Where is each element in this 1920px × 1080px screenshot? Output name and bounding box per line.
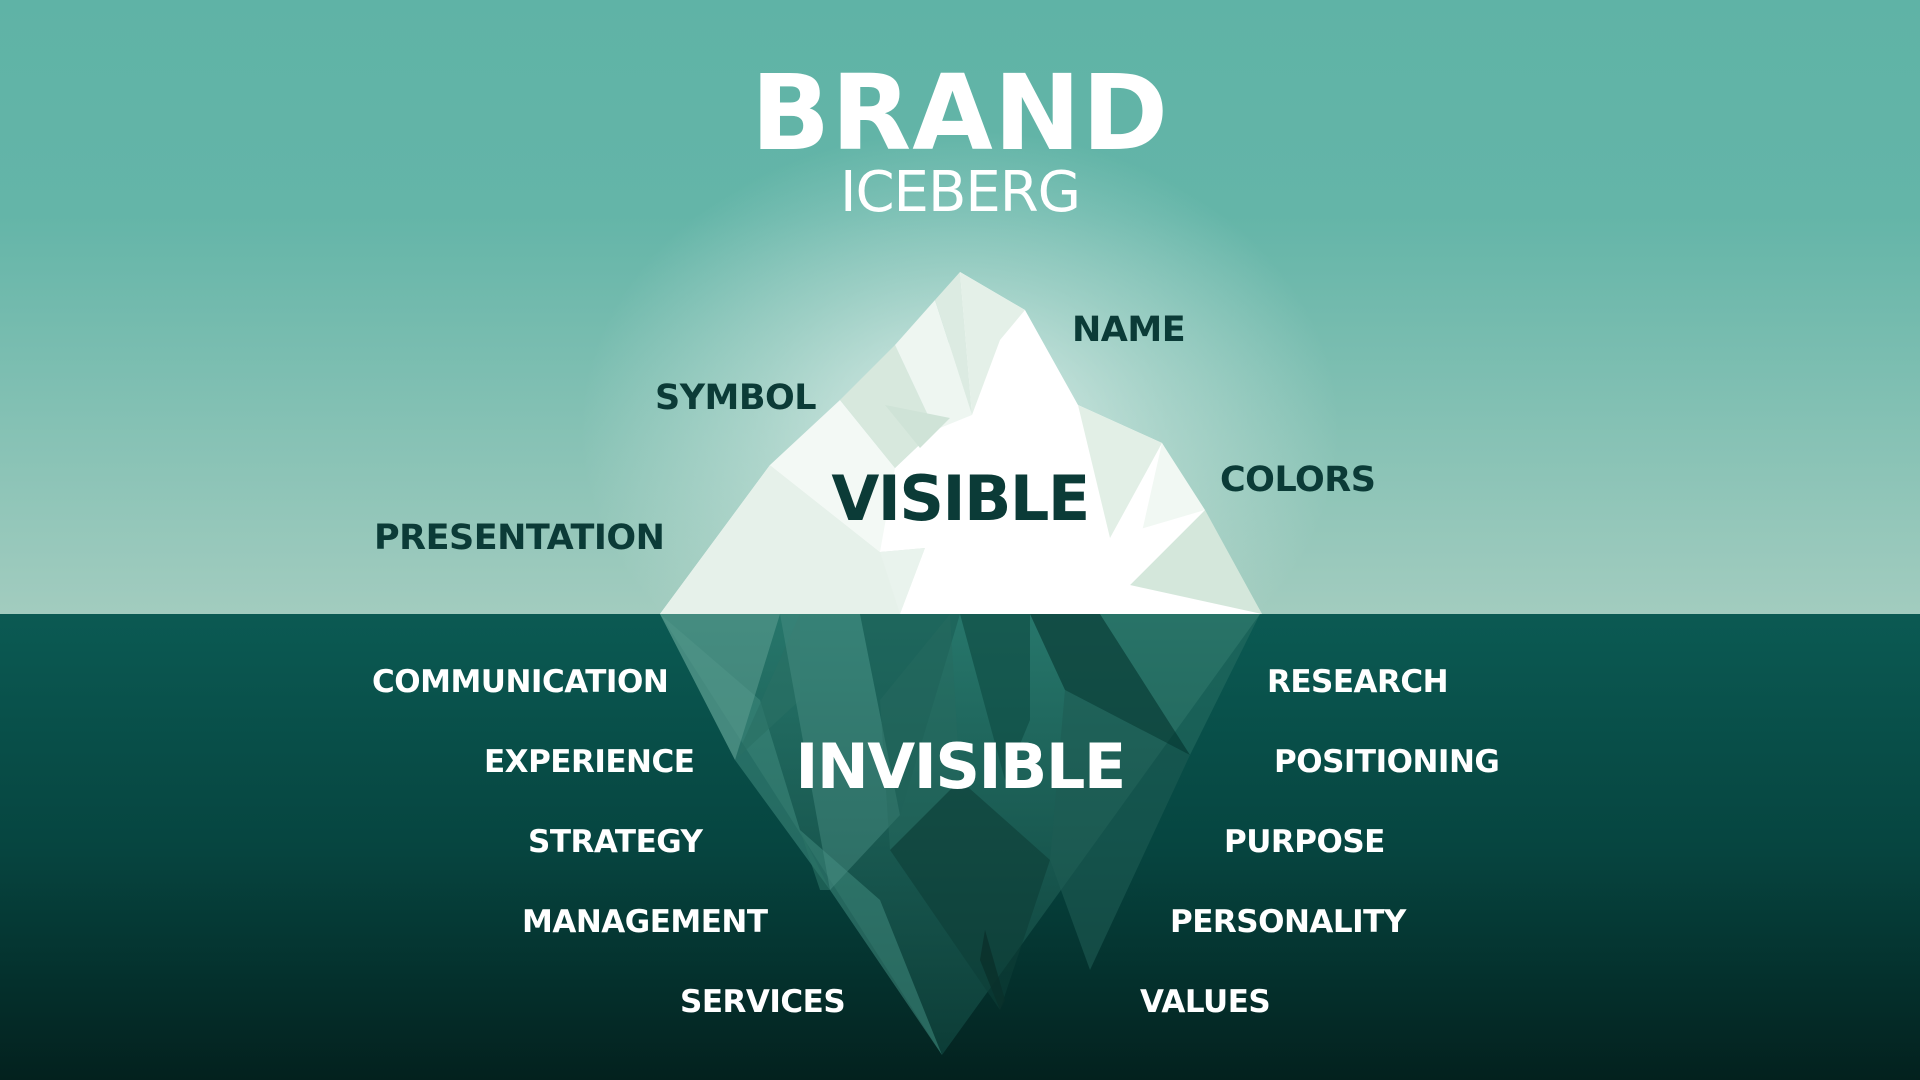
label-presentation: PRESENTATION [374, 518, 665, 558]
label-colors: COLORS [1220, 460, 1376, 500]
label-research: RESEARCH [1267, 664, 1449, 700]
label-positioning: POSITIONING [1274, 744, 1500, 780]
diagram-title: BRAND [750, 52, 1170, 174]
label-experience: EXPERIENCE [484, 744, 695, 780]
label-symbol: SYMBOL [655, 378, 817, 418]
iceberg-tip [660, 272, 1262, 614]
label-purpose: PURPOSE [1224, 824, 1385, 860]
underwater-iceberg [660, 614, 1260, 1055]
label-personality: PERSONALITY [1170, 904, 1406, 940]
label-management: MANAGEMENT [522, 904, 768, 940]
label-values: VALUES [1140, 984, 1271, 1020]
diagram-subtitle: ICEBERG [839, 160, 1081, 225]
label-name: NAME [1072, 310, 1186, 350]
label-strategy: STRATEGY [528, 824, 703, 860]
label-services: SERVICES [680, 984, 846, 1020]
label-communication: COMMUNICATION [372, 664, 669, 700]
